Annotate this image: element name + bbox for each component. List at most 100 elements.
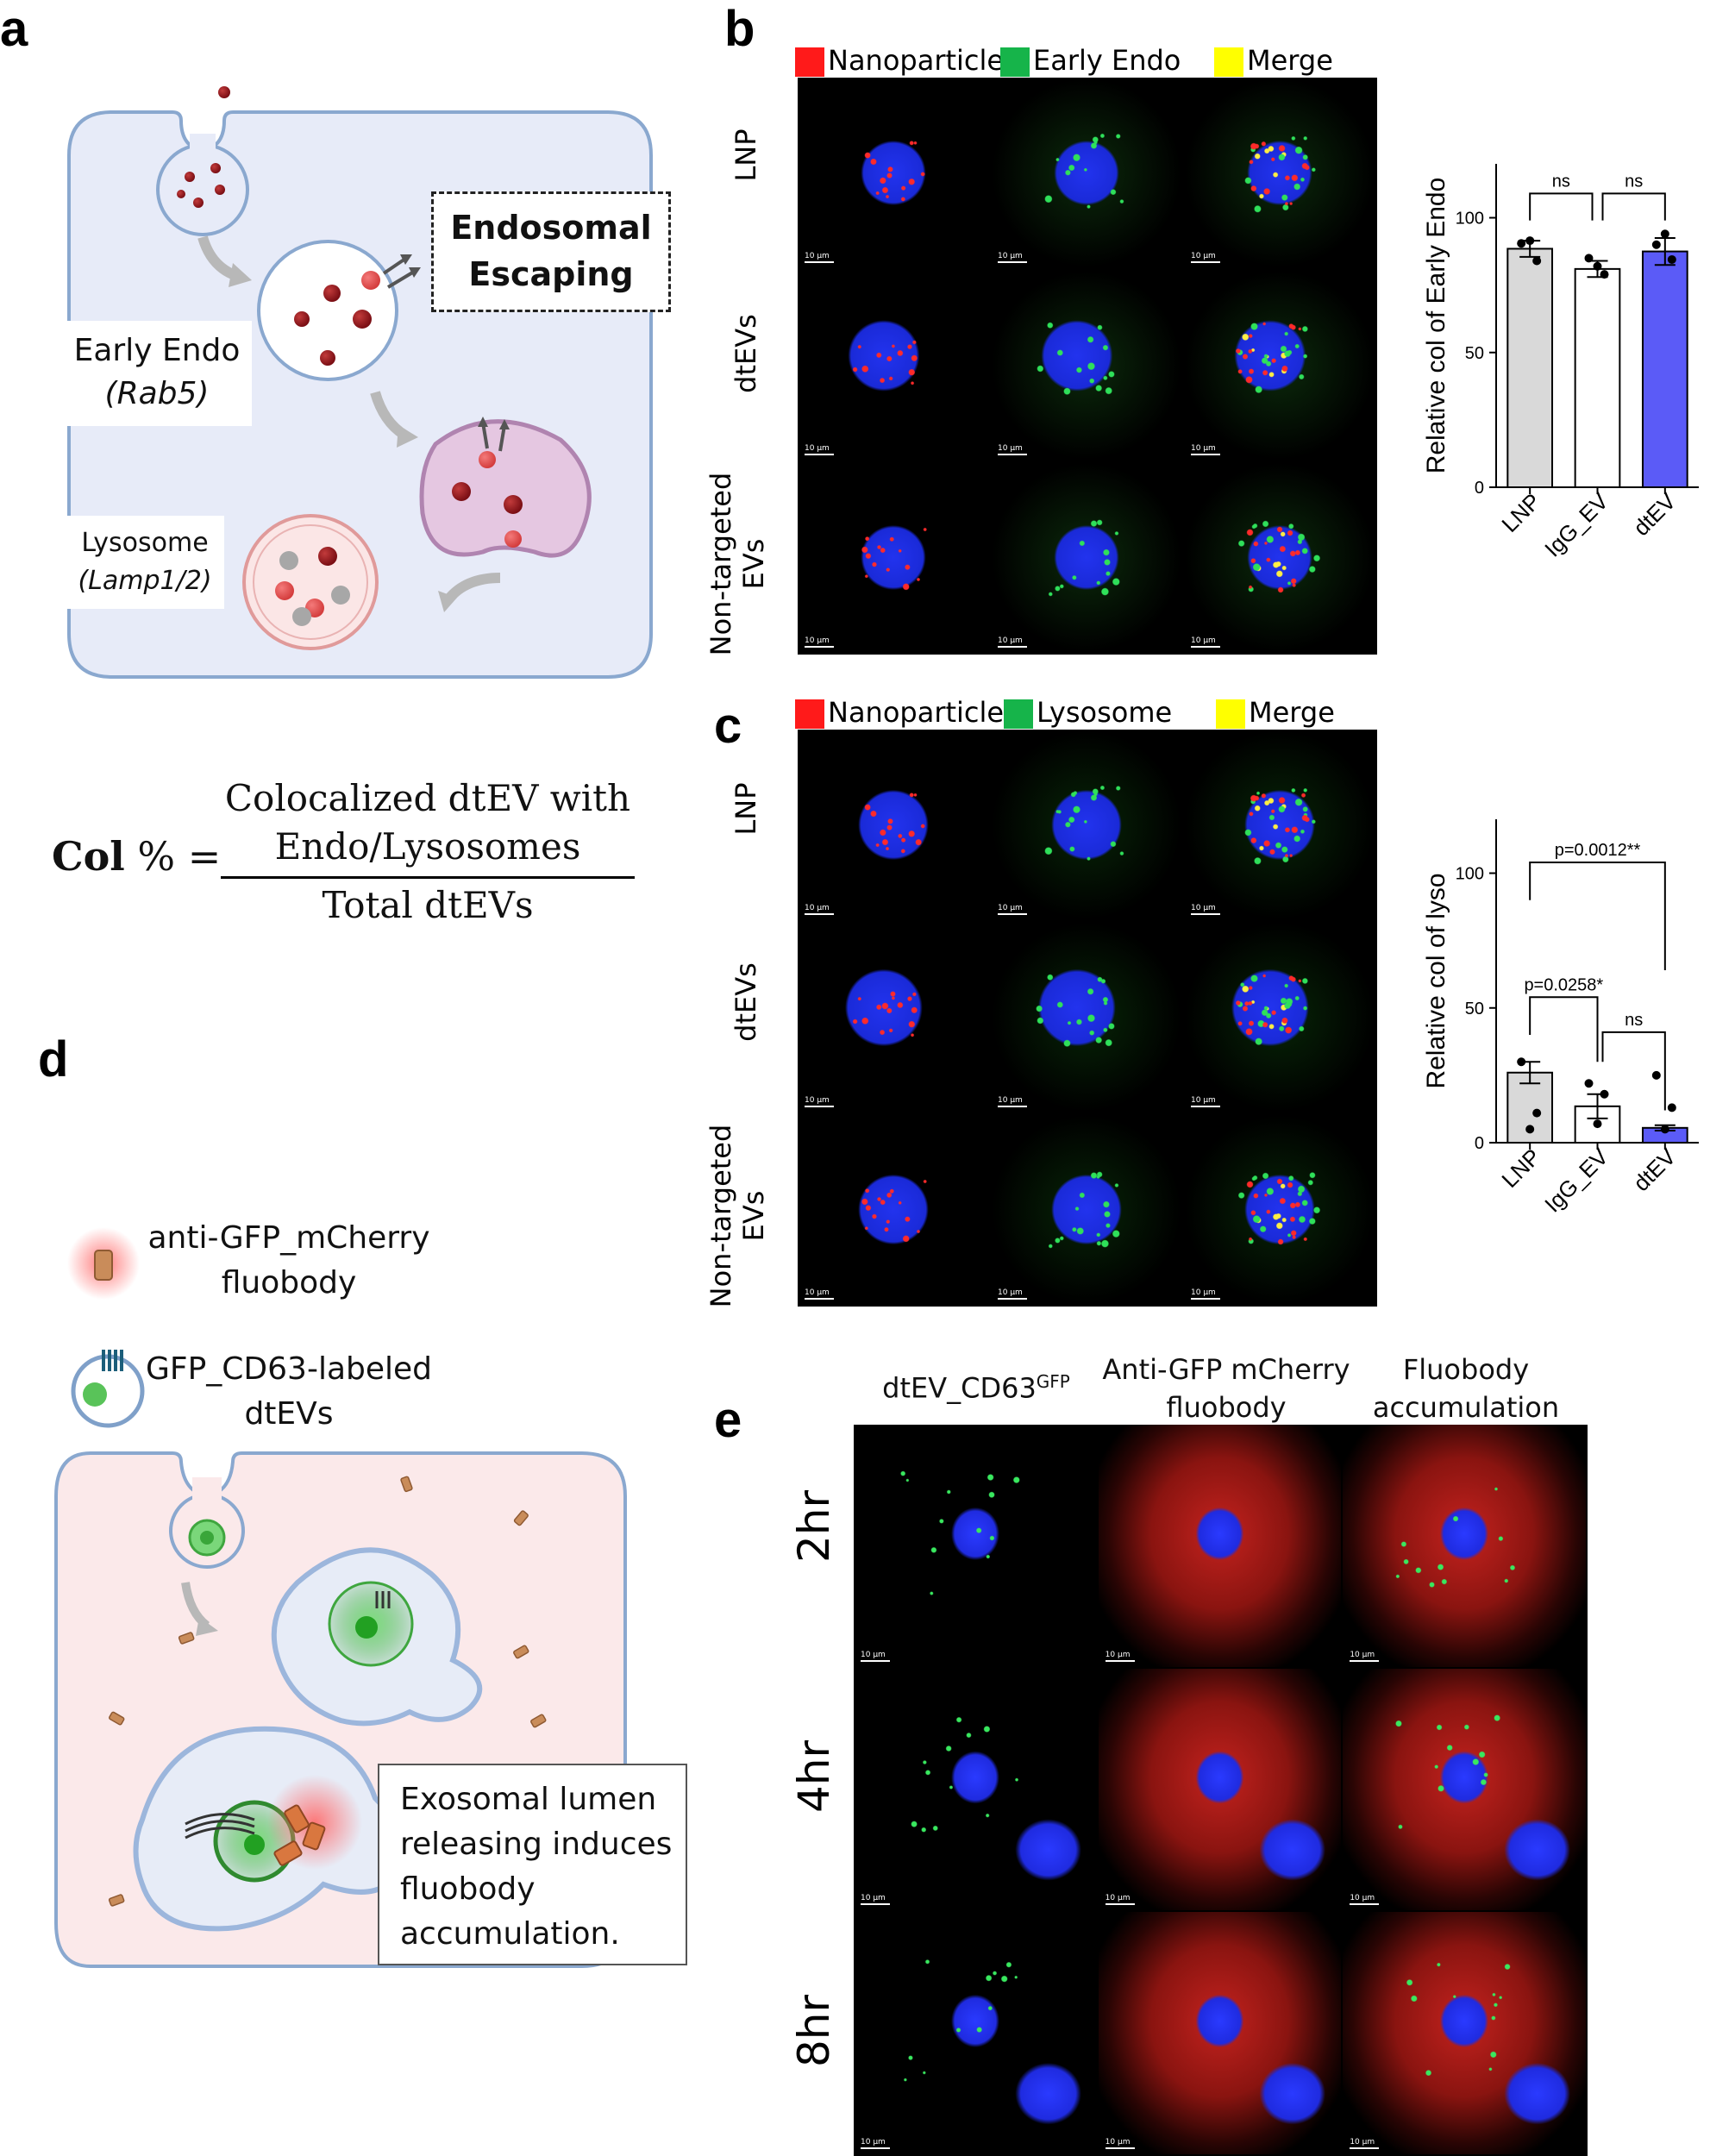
micrograph-grid-c-r0-c0: 10 µm: [798, 730, 989, 920]
x-tick-label: LNP: [1496, 1144, 1545, 1193]
row-label-b-lnp: LNP: [730, 128, 762, 182]
legend-c-item-1: Lysosome: [1004, 697, 1172, 729]
y-tick-label: 0: [1475, 1134, 1484, 1153]
legend-swatch: [1214, 47, 1243, 77]
scale-bar: 10 µm: [861, 1651, 890, 1662]
row-label-b-dtevs: dtEVs: [730, 314, 762, 393]
data-point: [1584, 254, 1594, 263]
row-label-line: EVs: [737, 1190, 770, 1242]
callout-line2: releasing induces: [400, 1827, 673, 1862]
scale-bar: 10 µm: [861, 2138, 890, 2149]
row-label-c-lnp: LNP: [730, 782, 762, 836]
scale-bar: 10 µm: [805, 252, 834, 263]
scale-bar: 10 µm: [998, 1288, 1027, 1300]
scale-bar: 10 µm: [998, 636, 1027, 648]
scale-bar: 10 µm: [1191, 252, 1220, 263]
scale-bar: 10 µm: [998, 252, 1027, 263]
row-label-e-4hr: 4hr: [789, 1739, 839, 1814]
micrograph-grid-b-r1-c1: 10 µm: [991, 270, 1182, 461]
dtev-line2: dtEVs: [244, 1396, 334, 1432]
endosomal-escaping-line1: Endosomal: [450, 209, 652, 247]
y-axis-label: Relative col of lyso: [1422, 873, 1450, 1088]
fluobody-legend: anti-GFP_mCherry fluobody: [134, 1216, 444, 1306]
micrograph-grid-b-r0-c0: 10 µm: [798, 78, 989, 268]
formula-fraction-bar: [221, 876, 635, 879]
data-point: [1532, 256, 1542, 266]
row-label-line: EVs: [737, 538, 770, 590]
scale-bar: 10 µm: [805, 636, 834, 648]
row-label-e-8hr: 8hr: [789, 1994, 839, 2068]
significance-label: p=0.0012**: [1555, 841, 1641, 860]
data-point: [1593, 261, 1602, 271]
data-point: [1517, 239, 1526, 248]
formula-numerator-line1: Colocalized dtEV with: [224, 777, 631, 819]
x-tick-label: dtEV: [1628, 488, 1682, 542]
micrograph-grid-e-r0-c0: 10 µm: [854, 1425, 1097, 1667]
micrograph-grid-e-r2-c0: 10 µm: [854, 1912, 1097, 2154]
micrograph-grid-c-r2-c0: 10 µm: [798, 1114, 989, 1305]
row-label-e-2hr: 2hr: [789, 1489, 839, 1564]
formula-numerator-line2: Endo/Lysosomes: [274, 825, 581, 868]
panel-label-e: e: [714, 1392, 742, 1448]
bar-IgG_EV: [1574, 267, 1621, 488]
y-tick-label: 50: [1465, 344, 1484, 363]
early-endo-marker: (Rab5): [104, 376, 210, 411]
panel-label-c: c: [714, 698, 742, 754]
legend-c-item-0: Nanoparticle: [795, 697, 1004, 729]
legend-b-item-0: Nanoparticle: [795, 45, 1004, 77]
legend-b-item-1: Early Endo: [1000, 45, 1181, 77]
y-axis-label: Relative col of Early Endo: [1422, 178, 1450, 474]
scale-bar: 10 µm: [861, 1894, 890, 1905]
scale-bar: 10 µm: [1106, 1894, 1135, 1905]
significance-label: ns: [1625, 172, 1643, 191]
significance-bracket: [1529, 996, 1599, 1062]
dtev-legend: GFP_CD63-labeled dtEVs: [134, 1347, 444, 1437]
micrograph-grid-c-r0-c2: 10 µm: [1184, 730, 1375, 920]
col-header-fluobody-line1: Anti-GFP mCherry: [1102, 1353, 1350, 1386]
micrograph-grid-e-r1-c0: 10 µm: [854, 1668, 1097, 1911]
scale-bar: 10 µm: [805, 1288, 834, 1300]
scale-bar: 10 µm: [805, 904, 834, 915]
colocalization-formula: Col % = Colocalized dtEV with Endo/Lysos…: [52, 774, 638, 930]
col-header-accumulation-line1: Fluobody: [1402, 1353, 1530, 1386]
col-header-accumulation: Fluobody accumulation: [1345, 1351, 1587, 1426]
scale-bar: 10 µm: [805, 1096, 834, 1107]
microscopy-grid-c: 10 µm 10 µm 10 µm 10 µm 10 µm 10 µm 10 µm 10 µm…: [798, 730, 1377, 1307]
micrograph-grid-b-r0-c1: 10 µm: [991, 78, 1182, 268]
y-tick-label: 100: [1456, 210, 1484, 229]
scale-bar: 10 µm: [998, 1096, 1027, 1107]
scale-bar: 10 µm: [1191, 636, 1220, 648]
micrograph-grid-b-r0-c2: 10 µm: [1184, 78, 1375, 268]
data-point: [1667, 254, 1676, 264]
callout-line3: fluobody: [400, 1871, 536, 1907]
scale-bar: 10 µm: [1191, 1288, 1220, 1300]
data-point: [1600, 270, 1609, 279]
row-label-c-dtevs: dtEVs: [730, 962, 762, 1042]
micrograph-grid-c-r2-c2: 10 µm: [1184, 1114, 1375, 1305]
legend-swatch: [1004, 699, 1033, 729]
micrograph-grid-c-r1-c0: 10 µm: [798, 922, 989, 1112]
significance-label: p=0.0258*: [1524, 975, 1603, 994]
data-point: [1584, 1079, 1594, 1088]
scale-bar: 10 µm: [1350, 1651, 1379, 1662]
x-tick-label: IgG_EV: [1539, 1144, 1613, 1218]
micrograph-grid-e-r0-c1: 10 µm: [1098, 1425, 1342, 1667]
micrograph-grid-e-r1-c2: 10 µm: [1343, 1668, 1586, 1911]
col-header-dtev-sup: GFP: [1036, 1371, 1070, 1392]
scale-bar: 10 µm: [998, 444, 1027, 455]
data-point: [1525, 236, 1535, 246]
legend-swatch: [1000, 47, 1030, 77]
scale-bar: 10 µm: [1106, 1651, 1135, 1662]
x-tick-label: IgG_EV: [1539, 488, 1613, 562]
col-header-dtev: dtEV_CD63GFP: [855, 1371, 1097, 1405]
bar-dtEV: [1641, 250, 1688, 488]
early-endo-label: Early Endo: [73, 333, 241, 368]
early-endo-label-box: Early Endo (Rab5): [62, 321, 252, 426]
callout-box: Exosomal lumen releasing induces fluobod…: [378, 1764, 687, 1965]
scale-bar: 10 µm: [998, 904, 1027, 915]
dtev-line1: GFP_CD63-labeled: [145, 1351, 433, 1387]
lysosome-marker: (Lamp1/2): [78, 566, 212, 596]
col-header-fluobody-line2: fluobody: [1166, 1391, 1287, 1424]
